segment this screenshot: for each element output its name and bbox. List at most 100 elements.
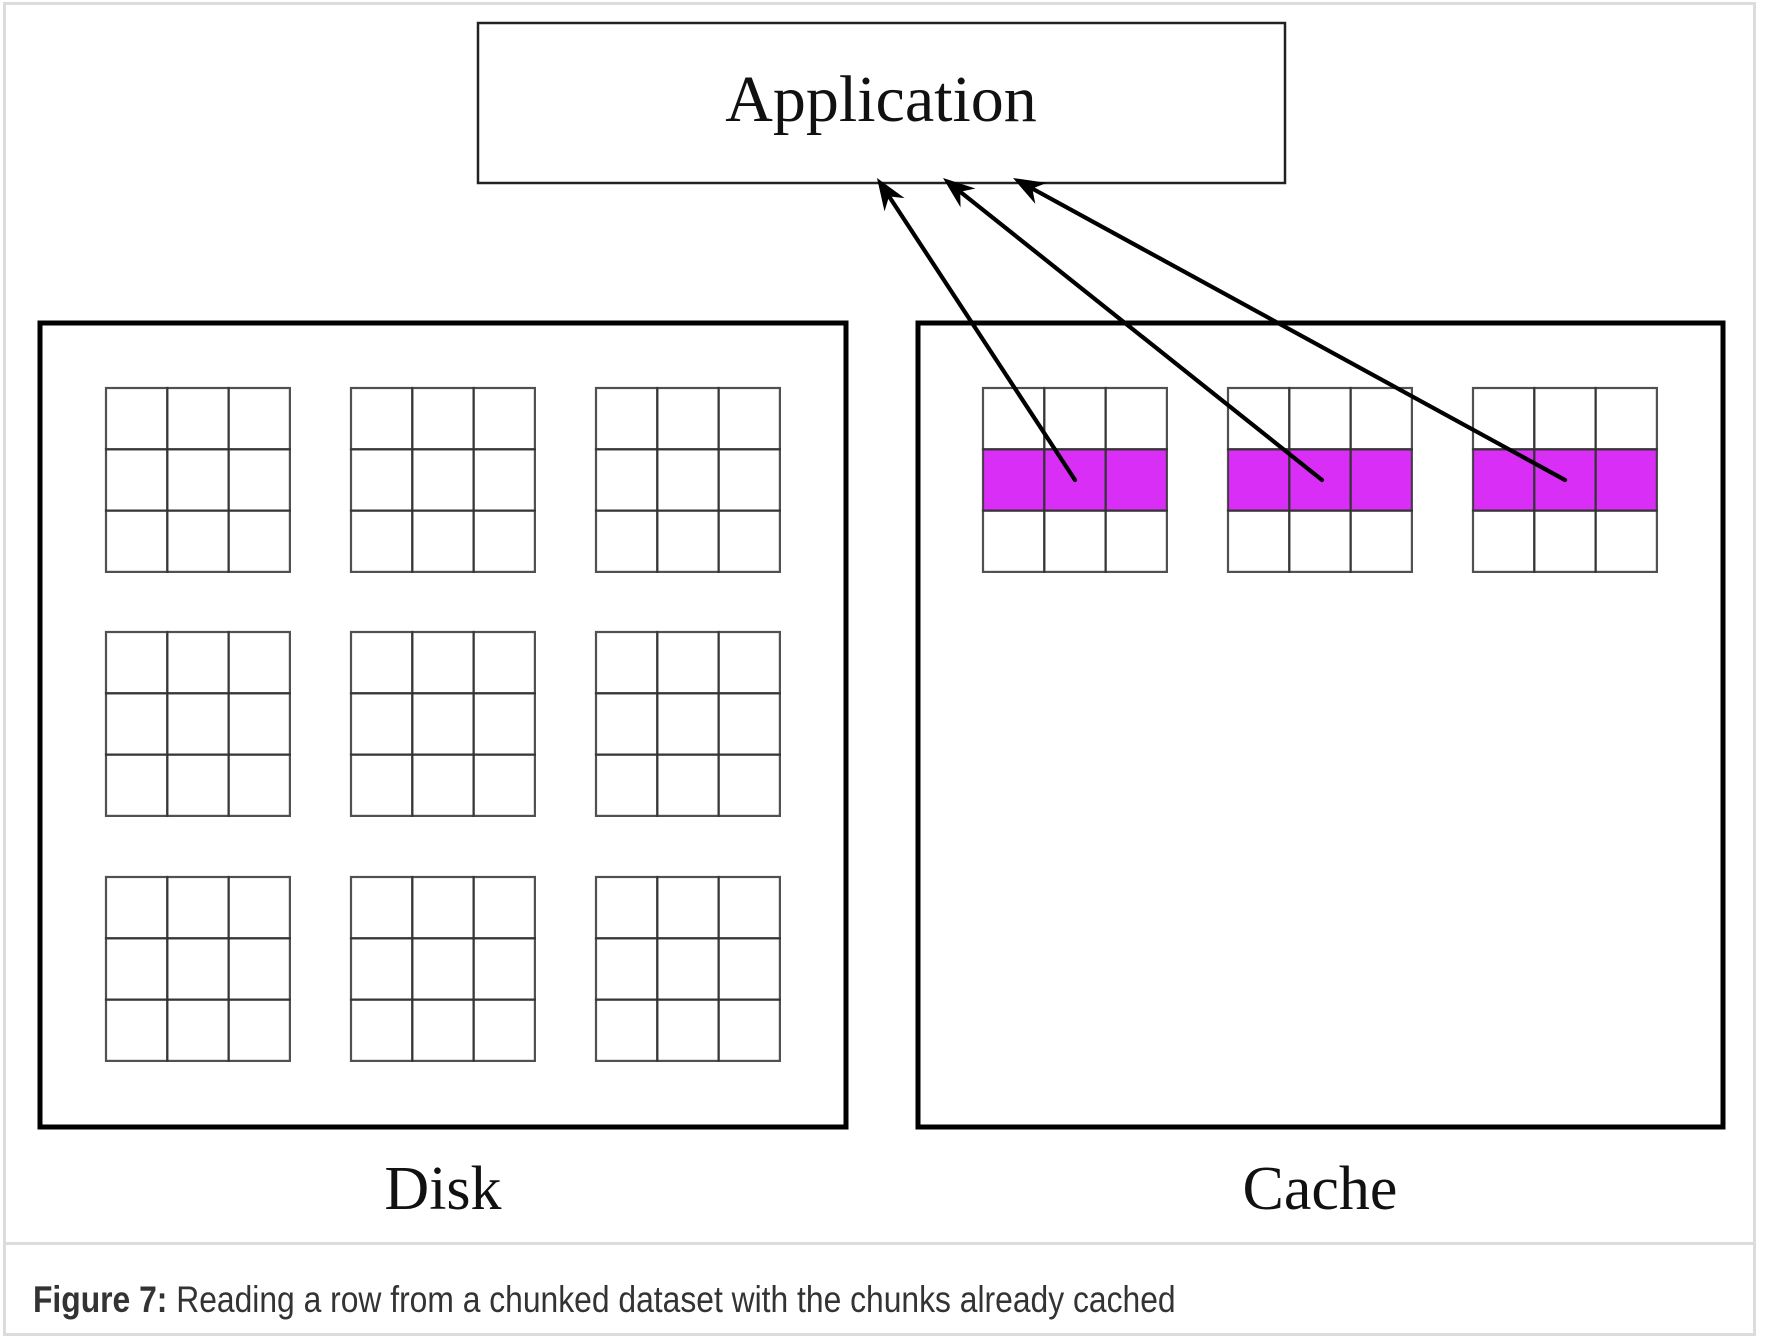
chunk-cell	[594, 875, 659, 940]
application-box	[476, 21, 1287, 185]
disk-chunk	[349, 630, 537, 817]
cache-box	[915, 320, 1726, 1130]
disk-chunk	[104, 386, 292, 574]
chunk-cell	[166, 448, 230, 512]
caption-divider	[3, 1242, 1756, 1245]
chunk-cell	[656, 937, 720, 1001]
chunk-cell	[472, 386, 537, 451]
chunk-cell	[227, 509, 292, 574]
chunk-cell	[227, 937, 292, 1001]
chunk-cell	[594, 386, 659, 451]
chunk-cell	[349, 937, 414, 1001]
chunk-cell	[227, 692, 292, 756]
chunk-cell	[1471, 509, 1536, 574]
chunk-cell	[349, 998, 414, 1062]
chunk-cell	[411, 448, 475, 512]
chunk-cell	[594, 509, 659, 574]
chunk-cell	[227, 630, 292, 695]
chunk-cell	[594, 998, 659, 1062]
disk-chunk	[349, 386, 537, 574]
chunk-cell	[349, 509, 414, 574]
chunk-cell	[1594, 386, 1658, 451]
chunk-cell	[472, 937, 537, 1001]
chunk-cell	[166, 998, 230, 1062]
chunk-cell	[349, 692, 414, 756]
chunk-cell	[227, 386, 292, 451]
chunk-cell	[1288, 509, 1352, 574]
chunk-cell	[717, 875, 781, 940]
chunk-cell	[656, 386, 720, 451]
chunk-cell	[227, 448, 292, 512]
chunk-cell	[472, 998, 537, 1062]
chunk-cell	[717, 386, 781, 451]
chunk-cell	[411, 630, 475, 695]
disk-box	[37, 320, 849, 1130]
chunk-cell	[472, 875, 537, 940]
cache-node: Cache	[915, 320, 1726, 1223]
chunk-cell	[981, 509, 1046, 574]
chunk-cell	[472, 753, 537, 817]
chunk-cell	[166, 937, 230, 1001]
chunk-cell	[472, 692, 537, 756]
chunk-cell	[1043, 509, 1107, 574]
chunk-cell	[1594, 509, 1658, 574]
chunk-cell	[594, 448, 659, 512]
disk-chunk	[594, 386, 781, 574]
figure-caption: Figure 7: Reading a row from a chunked d…	[33, 1270, 1176, 1330]
chunk-cell	[656, 875, 720, 940]
chunk-cell	[656, 509, 720, 574]
chunk-cell	[104, 875, 169, 940]
caption-prefix: Figure 7:	[33, 1279, 168, 1320]
chunk-cell	[1226, 509, 1291, 574]
chunk-cell	[104, 630, 169, 695]
chunk-cell	[1533, 509, 1597, 574]
chunk-cell	[104, 448, 169, 512]
arrow-shaft	[958, 189, 1325, 483]
chunk-cell	[104, 386, 169, 451]
chunk-cell	[411, 753, 475, 817]
chunk-cell	[349, 386, 414, 451]
disk-chunks	[104, 386, 781, 1062]
chunk-cell	[411, 386, 475, 451]
chunk-cell	[1471, 386, 1536, 451]
chunk-cell	[166, 630, 230, 695]
chunk-cell	[227, 998, 292, 1062]
chunk-cell	[411, 509, 475, 574]
chunk-cell	[594, 692, 659, 756]
chunk-cell	[227, 753, 292, 817]
chunk-cell	[411, 692, 475, 756]
chunk-cell	[166, 509, 230, 574]
chunk-cell	[717, 509, 781, 574]
chunk-cell	[717, 998, 781, 1062]
chunk-cell	[1226, 386, 1291, 451]
chunk-cell	[717, 753, 781, 817]
chunk-cell	[227, 875, 292, 940]
chunk-cell	[1043, 386, 1107, 451]
chunk-cell	[411, 998, 475, 1062]
chunk-cell	[594, 630, 659, 695]
chunk-cell	[411, 875, 475, 940]
chunk-cell	[717, 448, 781, 512]
chunk-cell	[656, 692, 720, 756]
chunk-cell	[166, 386, 230, 451]
chunk-cell	[104, 509, 169, 574]
chunk-cell	[104, 937, 169, 1001]
chunk-cell	[1104, 509, 1168, 574]
chunk-cell	[1349, 509, 1413, 574]
caption-text: Reading a row from a chunked dataset wit…	[167, 1279, 1176, 1320]
chunk-cell	[656, 630, 720, 695]
disk-chunk	[594, 630, 781, 817]
arrow-shaft	[886, 194, 1078, 483]
disk-chunk	[349, 875, 537, 1062]
chunk-cell	[656, 998, 720, 1062]
chunk-cell	[166, 753, 230, 817]
chunk-cell	[104, 998, 169, 1062]
chunk-cell	[411, 937, 475, 1001]
chunk-cell	[349, 448, 414, 512]
disk-chunk	[104, 630, 292, 817]
chunk-cell	[166, 692, 230, 756]
chunk-cell	[166, 875, 230, 940]
chunk-cell	[717, 630, 781, 695]
arrow-shaft	[1030, 186, 1568, 483]
